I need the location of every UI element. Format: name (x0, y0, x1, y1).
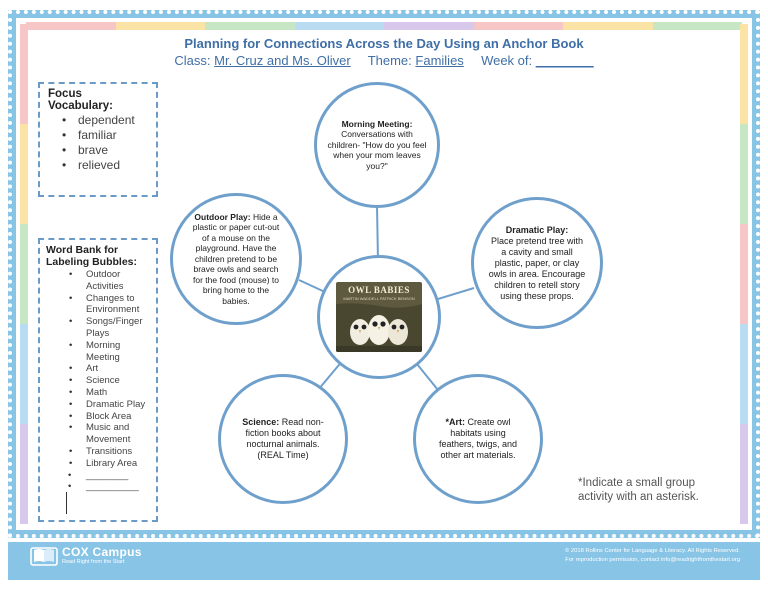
bubble-text: Create owl habitats using feathers, twig… (438, 417, 518, 460)
class-label: Class: (174, 53, 211, 68)
word-bank-item: Math (46, 387, 150, 399)
theme-value[interactable]: Families (415, 53, 464, 68)
bubble-art[interactable]: *Art: Create owl habitats using feathers… (413, 374, 543, 504)
word-bank-item: Changes to Environment (46, 293, 150, 317)
bubble-label: Morning Meeting: (341, 118, 413, 129)
vocab-item: familiar (48, 128, 148, 143)
word-bank-item: Songs/Finger Plays (46, 316, 150, 340)
word-bank-item: Science (46, 375, 150, 387)
bubble-text: Hide a plastic or paper cut-out of a mou… (192, 211, 280, 306)
week-label: Week of: (481, 53, 533, 68)
book-cover-image: OWL BABIES MARTIN WADDELL PATRICK BENSON (336, 282, 422, 352)
page-title: Planning for Connections Across the Day … (184, 36, 584, 51)
bubble-text: Read non-fiction books about nocturnal a… (245, 417, 324, 460)
bubble-morning-meeting[interactable]: Morning Meeting:Conversations with child… (314, 82, 440, 208)
word-bank-heading: Word Bank for Labeling Bubbles: (46, 244, 138, 268)
bubble-outdoor-play[interactable]: Outdoor Play: Hide a plastic or paper cu… (170, 193, 302, 325)
word-bank-list: Outdoor Activities Changes to Environmen… (46, 269, 150, 493)
bubble-dramatic-play[interactable]: Dramatic Play:Place pretend tree with a … (471, 197, 603, 329)
focus-vocabulary-list: dependent familiar brave relieved (48, 113, 148, 173)
word-bank-item: Music and Movement (46, 422, 150, 446)
bubble-label: *Art: (445, 417, 465, 427)
word-bank-item: Library Area (46, 458, 150, 470)
book-logo-icon (30, 547, 58, 566)
logo-name: COX Campus (62, 545, 142, 559)
rainbow-strip-top (26, 22, 742, 30)
word-bank-blank[interactable]: __________ (46, 481, 150, 493)
word-bank-box: Word Bank for Labeling Bubbles: Outdoor … (38, 238, 158, 522)
anchor-book-bubble[interactable]: OWL BABIES MARTIN WADDELL PATRICK BENSON (317, 255, 441, 379)
rainbow-strip-right (740, 24, 748, 524)
book-title: OWL BABIES (348, 285, 410, 295)
logo-tagline: Read Right from the Start (62, 559, 125, 565)
vocab-item: relieved (48, 158, 148, 173)
word-bank-item: Block Area (46, 411, 150, 423)
bubble-text: Conversations with children- "How do you… (327, 129, 427, 171)
text-cursor (66, 492, 67, 514)
footer-band (8, 542, 760, 580)
book-authors: MARTIN WADDELL PATRICK BENSON (343, 296, 415, 301)
theme-label: Theme: (367, 53, 412, 68)
vocab-item: brave (48, 143, 148, 158)
vocab-item: dependent (48, 113, 148, 128)
copyright-line: © 2018 Rollins Center for Language & Lit… (565, 548, 740, 554)
word-bank-item: Outdoor Activities (46, 269, 150, 293)
word-bank-item: Transitions (46, 446, 150, 458)
rainbow-strip-left (20, 24, 28, 524)
bubble-label: Dramatic Play: (505, 224, 569, 235)
cox-campus-logo[interactable]: COX Campus Read Right from the Start (30, 545, 142, 567)
class-info-line: Class: Mr. Cruz and Ms. Oliver Theme: Fa… (28, 53, 740, 68)
bubble-label: Science: (242, 417, 280, 427)
class-value[interactable]: Mr. Cruz and Ms. Oliver (214, 53, 351, 68)
focus-vocabulary-box: Focus Vocabulary: dependent familiar bra… (38, 82, 158, 197)
footer (0, 542, 768, 592)
bubble-label: Outdoor Play: (194, 211, 251, 222)
focus-vocabulary-heading: Focus Vocabulary: (48, 88, 113, 112)
word-bank-item: Dramatic Play (46, 399, 150, 411)
word-bank-blank[interactable]: ________ (46, 470, 150, 482)
asterisk-note: *Indicate a small group activity with an… (578, 477, 699, 503)
owl-babies-illustration (336, 303, 422, 352)
week-value[interactable]: ________ (535, 53, 594, 68)
bubble-science[interactable]: Science: Read non-fiction books about no… (218, 374, 348, 504)
copyright-text: © 2018 Rollins Center for Language & Lit… (440, 547, 740, 565)
bubble-map: Morning Meeting:Conversations with child… (28, 30, 740, 524)
worksheet: Planning for Connections Across the Day … (28, 30, 740, 524)
bubble-text: Place pretend tree with a cavity and sma… (488, 235, 586, 301)
word-bank-item: Art (46, 363, 150, 375)
reproduction-line: For reproduction permission, contact inf… (565, 557, 740, 563)
word-bank-item: Morning Meeting (46, 340, 150, 364)
